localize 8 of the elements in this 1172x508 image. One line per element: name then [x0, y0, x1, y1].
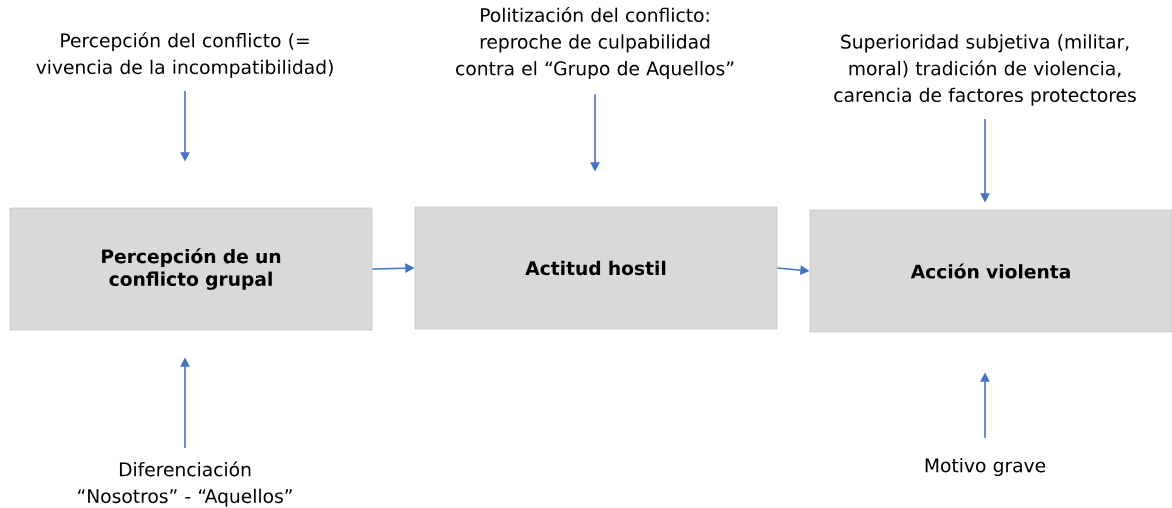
annotation-text: Superioridad subjetiva (militar, moral) tradición de violencia, carencia de factores protectores — [834, 34, 1136, 106]
annotation-text: Motivo grave — [925, 458, 1046, 477]
annotation-text: Diferenciación “Nosotros” - “Aquellos” — [78, 461, 292, 507]
annotation-text: Percepción del conflicto (= vivencia de la incompatibilidad) — [36, 32, 333, 78]
annotation-text: Politización del conflicto: reproche de culpabilidad contra el “Grupo de Aquellos” — [456, 6, 734, 80]
process-box: Percepción de un conflicto grupal — [9, 207, 373, 331]
process-box: Acción violenta — [809, 209, 1172, 333]
process-box: Actitud hostil — [414, 206, 778, 330]
